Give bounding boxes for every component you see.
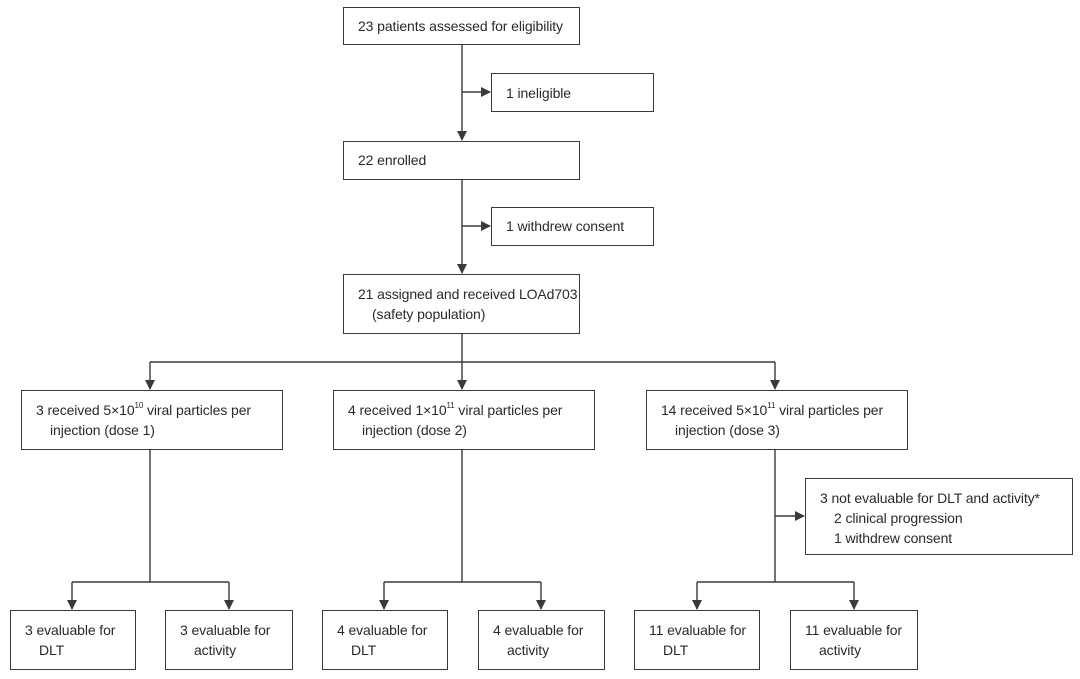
assessed-text: 23 patients assessed for eligibility: [358, 18, 563, 34]
outcome-dose1-dlt: 3 evaluable for DLT: [10, 610, 136, 670]
outcome-line2: activity: [819, 642, 861, 658]
assigned-line1: 21 assigned and received LOAd703: [358, 286, 578, 302]
enrolled-box: 22 enrolled: [343, 141, 580, 180]
outcome-line2: DLT: [39, 642, 65, 658]
outcome-line2: DLT: [351, 642, 377, 658]
outcome-dose3-dlt: 11 evaluable for DLT: [634, 610, 760, 670]
outcome-line1: 3 evaluable for: [180, 622, 271, 638]
not-evaluable-line1: 3 not evaluable for DLT and activity*: [820, 490, 1040, 506]
outcome-dose2-activity: 4 evaluable for activity: [478, 610, 605, 670]
outcome-line2: DLT: [663, 642, 689, 658]
ineligible-text: 1 ineligible: [506, 85, 571, 101]
outcome-line2: activity: [194, 642, 236, 658]
dose1-line2: injection (dose 1): [50, 422, 155, 438]
outcome-line1: 4 evaluable for: [493, 622, 584, 638]
outcome-dose1-activity: 3 evaluable for activity: [165, 610, 293, 670]
assessed-box: 23 patients assessed for eligibility: [343, 7, 580, 45]
withdrew-box: 1 withdrew consent: [491, 207, 654, 246]
dose2-line2: injection (dose 2): [362, 422, 467, 438]
outcome-line1: 11 evaluable for: [649, 622, 746, 638]
dose2-line1: 4 received 1×1011 viral particles per: [348, 401, 563, 419]
not-evaluable-box: 3 not evaluable for DLT and activity* 2 …: [805, 478, 1073, 555]
outcome-dose2-dlt: 4 evaluable for DLT: [322, 610, 448, 670]
dose1-line1: 3 received 5×1010 viral particles per: [36, 401, 251, 419]
enrolled-text: 22 enrolled: [358, 152, 427, 168]
not-evaluable-line3: 1 withdrew consent: [834, 530, 953, 546]
dose2-box: 4 received 1×1011 viral particles per in…: [333, 390, 595, 450]
dose3-line1: 14 received 5×1011 viral particles per: [661, 401, 884, 419]
not-evaluable-line2: 2 clinical progression: [834, 510, 963, 526]
outcome-dose3-activity: 11 evaluable for activity: [790, 610, 918, 670]
outcome-line1: 4 evaluable for: [337, 622, 428, 638]
assigned-line2: (safety population): [372, 306, 486, 322]
outcome-line2: activity: [507, 642, 549, 658]
dose3-line2: injection (dose 3): [675, 422, 780, 438]
dose1-box: 3 received 5×1010 viral particles per in…: [21, 390, 283, 450]
outcome-line1: 3 evaluable for: [25, 622, 116, 638]
ineligible-box: 1 ineligible: [491, 73, 654, 112]
dose3-box: 14 received 5×1011 viral particles per i…: [646, 390, 908, 450]
withdrew-text: 1 withdrew consent: [506, 218, 625, 234]
assigned-box: 21 assigned and received LOAd703 (safety…: [343, 274, 580, 334]
outcome-line1: 11 evaluable for: [805, 622, 902, 638]
